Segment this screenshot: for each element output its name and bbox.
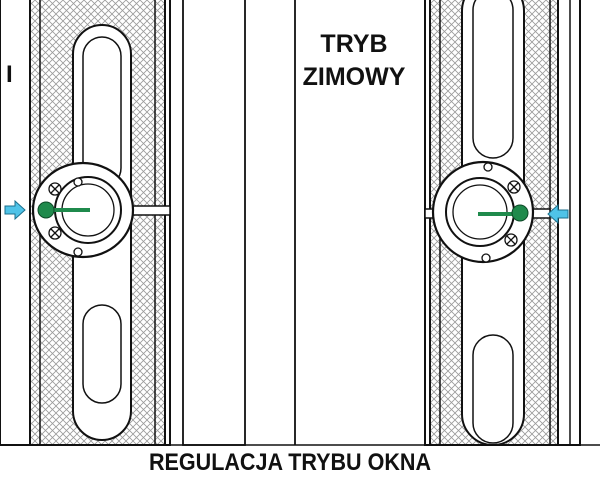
center-glass-area	[182, 0, 296, 446]
arrow-right-icon	[4, 199, 26, 221]
left-pin-bottom	[73, 247, 83, 257]
mode-label-line1: TRYB	[320, 30, 387, 58]
left-edge-label-fragment: I	[6, 61, 13, 88]
cross-screw-icon	[48, 226, 62, 240]
right-slot-lower	[472, 334, 514, 444]
left-eccentric-adjuster[interactable]	[31, 161, 135, 259]
left-pin-top	[73, 177, 83, 187]
right-slot-upper	[472, 0, 514, 159]
left-window-panel	[0, 0, 171, 446]
cross-screw-icon	[48, 182, 62, 196]
cross-screw-icon	[507, 180, 521, 194]
mode-label-line2: ZIMOWY	[303, 63, 406, 91]
right-window-panel	[424, 0, 581, 446]
diagram-caption: REGULACJA TRYBU OKNA	[149, 449, 431, 476]
left-slot-lower	[82, 304, 122, 404]
right-pin-top	[483, 162, 493, 172]
cross-screw-icon	[504, 233, 518, 247]
arrow-left-icon	[547, 203, 569, 225]
right-pin-bottom	[481, 253, 491, 263]
left-indicator-dot	[37, 201, 55, 219]
right-indicator-dot	[511, 204, 529, 222]
right-eccentric-adjuster[interactable]	[431, 160, 535, 264]
